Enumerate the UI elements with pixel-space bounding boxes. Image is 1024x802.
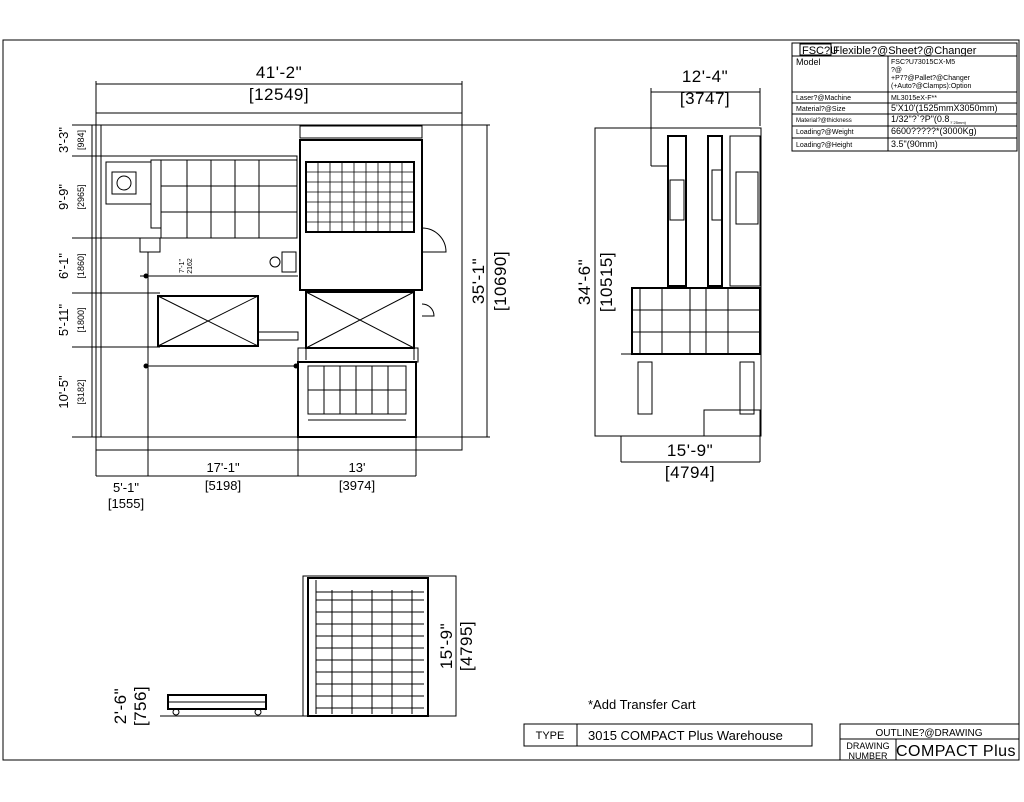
title-row-value: 6600?????*(3000Kg)	[891, 126, 977, 136]
title-row-value-extra: +P7?@Pallet?@Changer	[891, 75, 971, 82]
drawing-label-1: DRAWING	[846, 741, 889, 751]
plan-bottom-dim-mm: [5198]	[205, 478, 241, 493]
plan-bottom-dim-ft: 13'	[349, 460, 366, 475]
drawing-block: OUTLINE?@DRAWING DRAWING NUMBER COMPACT …	[839, 723, 1020, 761]
plan-bottom-dim-mm: [3974]	[339, 478, 375, 493]
plan-left-dim-mm: [1860]	[76, 253, 86, 278]
transfer-cart-side	[160, 694, 303, 717]
front-view: 15'-9" [4795] 2'-6" [756]	[111, 575, 476, 726]
side-top-width-ft: 12'-4"	[682, 67, 728, 86]
title-row-label: Material?@thickness	[796, 118, 852, 124]
title-row-value-sub: ?`25mm)	[950, 120, 967, 125]
title-row-value-extra: (+Auto?@Clamps):Option	[891, 83, 972, 90]
sheet-border	[2, 39, 1020, 761]
side-bottom-width-mm: [4794]	[665, 463, 715, 482]
side-top-width-mm: [3747]	[680, 89, 730, 108]
side-structure	[621, 135, 761, 437]
plan-left-dim-ft: 10'-5"	[56, 375, 71, 409]
door-swing	[421, 227, 447, 253]
drawing-label-2: NUMBER	[848, 751, 888, 761]
title-row-label: Laser?@Machine	[796, 95, 851, 102]
title-block-code: FSC?U	[802, 45, 838, 57]
title-row-value: 3.5"(90mm)	[891, 139, 938, 149]
loading-station-plan	[297, 361, 417, 438]
side-bottom-width-ft: 15'-9"	[667, 441, 713, 460]
plan-bottom-dim-mm: [1555]	[108, 496, 144, 511]
title-row-label: Loading?@Weight	[796, 129, 854, 136]
plan-inner-dim-ft: 7'-1"	[179, 259, 186, 273]
title-row-value: ML3015eX-F**	[891, 95, 937, 102]
plan-inner-dim-mm: 2162	[187, 258, 194, 274]
laser-machine-outline	[100, 155, 298, 253]
type-label: TYPE	[536, 730, 565, 742]
plan-bottom-dim-ft: 5'-1"	[113, 480, 139, 495]
door-swing	[421, 303, 435, 317]
plan-left-dim-ft: 3'-3"	[56, 127, 71, 153]
title-row-value: FSC?U73015CX-M5	[891, 59, 955, 66]
plan-left-dim-ft: 5'-11"	[56, 304, 71, 337]
side-height-mm: [10515]	[597, 252, 616, 312]
plan-left-dim-mm: [984]	[76, 130, 86, 150]
title-row-label: Model	[796, 57, 821, 67]
title-row-value: 1/32"?`?P"(0.8	[891, 114, 949, 124]
drawing-title: OUTLINE?@DRAWING	[875, 728, 982, 739]
plan-width-ft: 41'-2"	[256, 63, 302, 82]
drawing-number-value: COMPACT Plus	[896, 743, 1016, 760]
title-block-heading: Flexible?@Sheet?@Changer	[833, 45, 977, 57]
plan-width-mm: [12549]	[249, 85, 309, 104]
front-height-mm: [4795]	[457, 621, 476, 671]
side-view: 12'-4" [3747] 15'-9" [4794] 34'-6" [1051…	[575, 67, 762, 482]
title-row-label: Loading?@Height	[796, 142, 852, 149]
plan-bottom-dim-ft: 17'-1"	[206, 460, 240, 475]
type-value: 3015 COMPACT Plus Warehouse	[588, 728, 783, 743]
plan-left-dim-ft: 6'-1"	[56, 253, 71, 279]
type-block: TYPE 3015 COMPACT Plus Warehouse	[523, 723, 813, 747]
warehouse-tower-plan	[297, 125, 423, 363]
plan-left-dim-mm: [1800]	[76, 307, 86, 332]
title-row-label: Material?@Size	[796, 106, 846, 113]
front-height-ft: 15'-9"	[437, 623, 456, 669]
title-row-value: 5'X10'(1525mmX3050mm)	[891, 103, 997, 113]
title-block: FSC?U Flexible?@Sheet?@Changer Model FSC…	[791, 42, 1018, 152]
side-height-ft: 34'-6"	[575, 259, 594, 305]
plan-depth-ft: 35'-1"	[469, 258, 488, 304]
transfer-cart-plan	[157, 295, 299, 347]
plan-depth-mm: [10690]	[491, 251, 510, 311]
plan-left-dim-mm: [2965]	[76, 184, 86, 209]
plan-left-dim-mm: [3182]	[76, 379, 86, 404]
cart-height-mm: [756]	[131, 686, 150, 726]
transfer-cart-note: *Add Transfer Cart	[588, 697, 696, 712]
title-row-value-extra: ?@	[891, 67, 902, 74]
plan-left-dim-ft: 9'-9"	[56, 184, 71, 210]
plan-view: 41'-2" [12549] 35'-1" [10690] 3'-3" [984…	[56, 63, 510, 511]
cart-height-ft: 2'-6"	[111, 688, 130, 724]
